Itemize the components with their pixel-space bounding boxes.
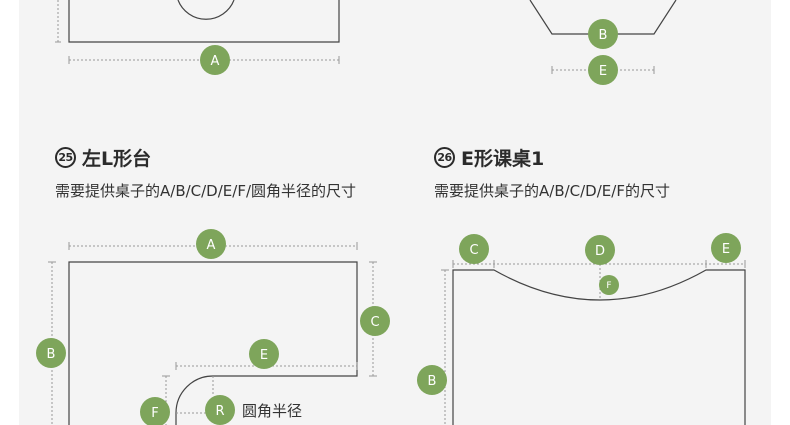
svg-text:A: A bbox=[207, 238, 216, 253]
badge-d: D bbox=[585, 235, 615, 265]
cutout-arc-top-left bbox=[177, 0, 235, 20]
top-right-diagram: B E bbox=[529, 0, 677, 85]
section-number-badge: 25 bbox=[55, 147, 76, 168]
svg-text:A: A bbox=[211, 54, 220, 69]
section-26-subtitle: 需要提供桌子的A/B/C/D/E/F的尺寸 bbox=[434, 182, 670, 200]
badge-b: B bbox=[417, 365, 447, 395]
badge-b-top: B bbox=[588, 19, 618, 49]
e-desk-outline bbox=[452, 269, 746, 425]
svg-text:C: C bbox=[469, 243, 478, 258]
badge-c: C bbox=[459, 234, 489, 264]
svg-text:B: B bbox=[428, 374, 437, 389]
top-left-diagram: A bbox=[55, 0, 340, 75]
svg-text:E: E bbox=[722, 242, 730, 257]
svg-text:E: E bbox=[260, 348, 268, 363]
content-panel bbox=[19, 0, 771, 425]
badge-f: F bbox=[599, 275, 619, 295]
table-outline-top-left bbox=[68, 0, 340, 43]
svg-text:B: B bbox=[47, 347, 56, 362]
svg-text:C: C bbox=[370, 315, 379, 330]
section-26-heading: 26 E形课桌1 bbox=[434, 144, 544, 171]
l-shaped-desk-diagram: A B C E F R 圆角半径 bbox=[36, 229, 390, 425]
badge-f: F bbox=[140, 397, 170, 425]
badge-a-top: A bbox=[200, 45, 230, 75]
section-title: E形课桌1 bbox=[461, 148, 545, 170]
svg-text:D: D bbox=[595, 244, 605, 259]
section-number-badge: 26 bbox=[434, 147, 455, 168]
svg-text:R: R bbox=[215, 404, 224, 419]
badge-e: E bbox=[711, 233, 741, 263]
radius-label: 圆角半径 bbox=[242, 402, 302, 420]
section-25-heading: 25 左L形台 bbox=[55, 144, 151, 171]
svg-text:E: E bbox=[599, 64, 607, 79]
badge-e-top: E bbox=[588, 55, 618, 85]
badge-r: R bbox=[205, 395, 235, 425]
svg-text:B: B bbox=[599, 28, 608, 43]
badge-a: A bbox=[196, 229, 226, 259]
svg-text:F: F bbox=[151, 406, 158, 421]
section-title: 左L形台 bbox=[82, 148, 152, 170]
e-shaped-desk-diagram: C D E F B bbox=[417, 233, 746, 425]
badge-b: B bbox=[36, 338, 66, 368]
section-25-subtitle: 需要提供桌子的A/B/C/D/E/F/圆角半径的尺寸 bbox=[55, 182, 357, 200]
l-desk-outline bbox=[68, 261, 358, 425]
badge-c: C bbox=[360, 306, 390, 336]
badge-e: E bbox=[249, 339, 279, 369]
svg-text:F: F bbox=[606, 281, 611, 291]
